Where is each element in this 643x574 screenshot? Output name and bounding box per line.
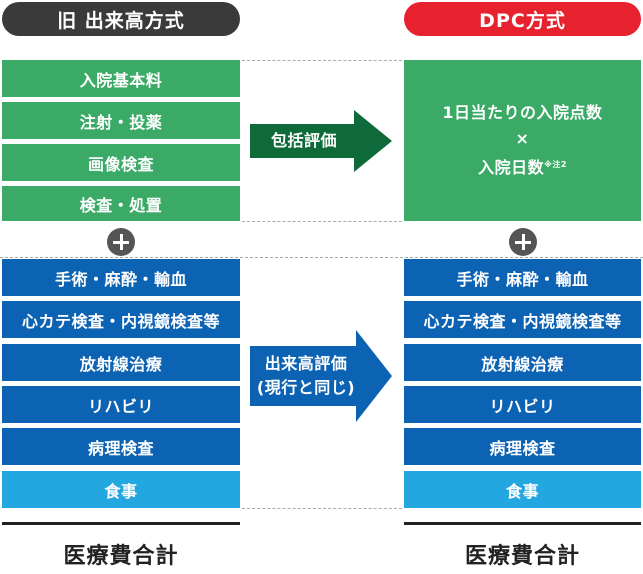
old-fee-item: 食事: [2, 471, 240, 508]
old-bundled-item: 注射・投薬: [2, 102, 240, 139]
guide-line: [242, 508, 402, 509]
old-bundled-item: 検査・処置: [2, 186, 240, 221]
dpc-bundled-times: ×: [515, 129, 530, 148]
old-fee-item: 心カテ検査・内視鏡検査等: [2, 301, 240, 338]
fee-arrow-label-line1: 出来高評価: [264, 354, 348, 373]
old-total: 医療費合計: [63, 544, 179, 569]
dpc-fee-item: リハビリ: [404, 386, 641, 423]
bundled-arrow-label: 包括評価: [270, 131, 337, 150]
dpc-fee-item: 心カテ検査・内視鏡検査等: [404, 301, 641, 338]
guide-line: [0, 257, 643, 258]
dpc-bundled-box: 1日当たりの入院点数 × 入院日数※注2: [404, 60, 641, 221]
old-fee-item: リハビリ: [2, 386, 240, 423]
dpc-total: 医療費合計: [464, 544, 580, 569]
guide-line: [242, 60, 402, 61]
total-rule: [2, 522, 240, 525]
old-fee-item: 病理検査: [2, 428, 240, 465]
dpc-bundled-line3: 入院日数※注2: [478, 152, 567, 181]
dpc-bundled-line1: 1日当たりの入院点数: [442, 103, 603, 122]
dpc-bundled-days: 入院日数: [478, 158, 545, 177]
dpc-fee-item: 手術・麻酔・輸血: [404, 259, 641, 296]
old-fee-item: 手術・麻酔・輸血: [2, 259, 240, 296]
old-fee-item: 放射線治療: [2, 344, 240, 381]
dpc-bundled-note: ※注2: [544, 160, 567, 169]
dpc-fee-item: 食事: [404, 471, 641, 508]
old-bundled-item: 入院基本料: [2, 60, 240, 97]
fee-arrow-icon: [250, 330, 392, 422]
old-method-title: 旧 出来高方式: [2, 2, 240, 36]
dpc-method-title: DPC方式: [404, 2, 641, 36]
dpc-fee-item: 病理検査: [404, 428, 641, 465]
guide-line: [242, 221, 402, 222]
plus-icon: [107, 228, 135, 256]
total-rule: [404, 522, 641, 525]
old-bundled-item: 画像検査: [2, 144, 240, 181]
plus-icon: [509, 228, 537, 256]
fee-arrow-label-line2: (現行と同じ): [256, 378, 356, 397]
bundled-arrow-icon: [250, 110, 392, 172]
fee-arrow-label: 出来高評価 (現行と同じ): [250, 352, 362, 400]
dpc-fee-item: 放射線治療: [404, 344, 641, 381]
